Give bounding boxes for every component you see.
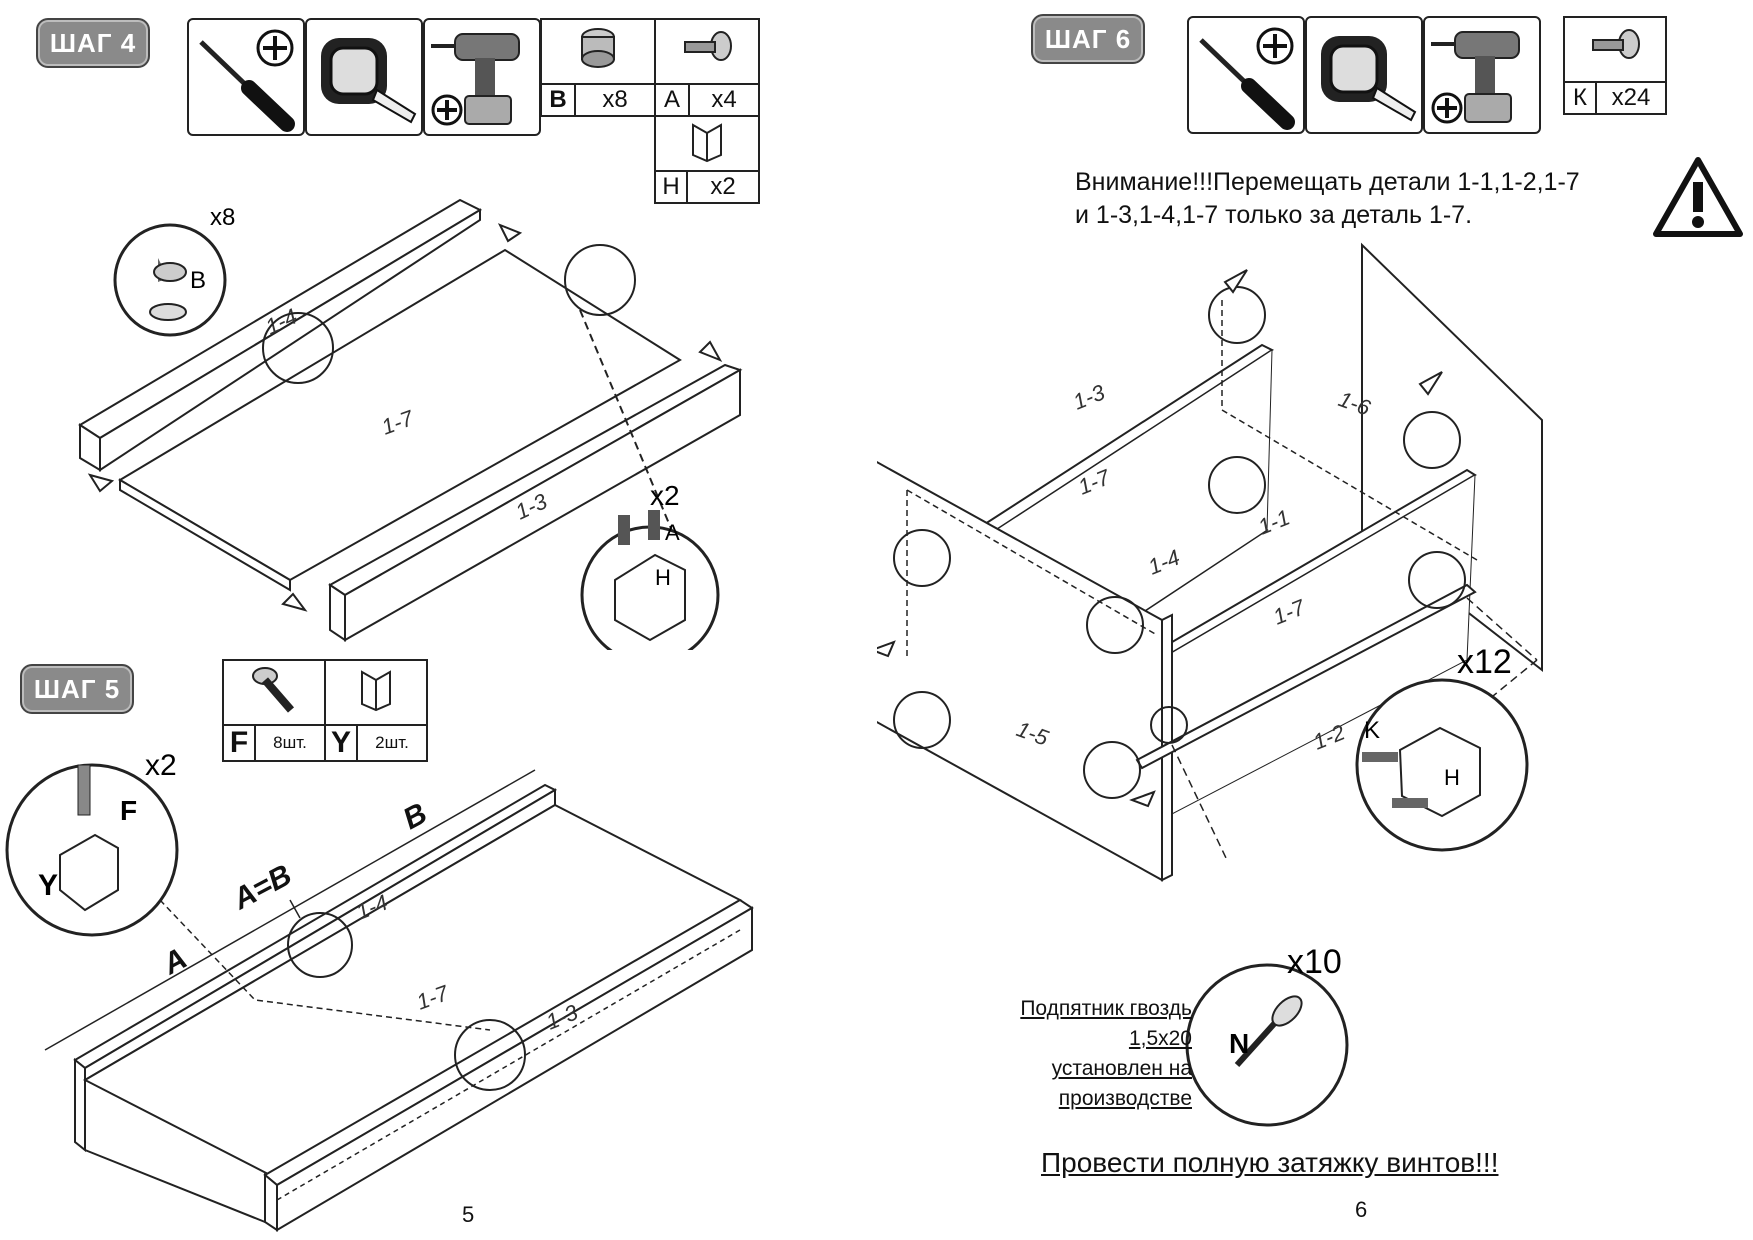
- step-4-diagram: 1-4 1-7 1-3 x8 B x2 A H: [78, 198, 743, 650]
- tape-measure-icon: [321, 38, 417, 124]
- tape-measure-tool-box: [305, 18, 423, 136]
- dim-label: A=B: [227, 858, 297, 916]
- bracket-screw: A: [665, 520, 680, 545]
- page-number: 6: [1355, 1197, 1368, 1222]
- screwdriver-tool-box: [187, 18, 305, 136]
- part-code: К: [1563, 81, 1597, 115]
- warning-text: Внимание!!!Перемещать детали 1-1,1-2,1-7…: [1075, 168, 1580, 229]
- tape-measure-icon: [1321, 36, 1417, 122]
- nail-qty: x10: [1287, 943, 1342, 981]
- corner-bracket-icon: [324, 659, 428, 726]
- page-6: ШАГ 6 К: [877, 0, 1753, 1240]
- drill-icon: [1431, 31, 1520, 124]
- part-qty: x2: [686, 170, 760, 204]
- callout-bracket: H: [1444, 765, 1460, 790]
- step-6-badge: ШАГ 6: [1031, 14, 1145, 64]
- callout-screw: F: [120, 795, 137, 826]
- panel-1-3: [328, 363, 743, 642]
- step-4-parts-table: B x8 A x4: [540, 18, 760, 117]
- dim-label: B: [398, 797, 433, 836]
- panel-1-3: [264, 1172, 278, 1232]
- nail-callout: x10 N: [1185, 943, 1349, 1127]
- screw-icon: [1563, 16, 1667, 83]
- tape-measure-tool-box: [1305, 16, 1423, 134]
- page-number: 5: [462, 1202, 475, 1227]
- dim-label: A: [157, 942, 193, 982]
- part-qty: x4: [688, 83, 760, 117]
- panel-label: 1-3: [1070, 379, 1110, 414]
- callout-qty: x2: [145, 749, 177, 782]
- step-4-badge: ШАГ 4: [36, 18, 150, 68]
- cam-qty: x8: [210, 204, 235, 231]
- step-5-parts-table: F 8шт. Y 2шт.: [222, 659, 428, 762]
- part-code: Y: [324, 724, 358, 762]
- page-5: ШАГ 4: [0, 0, 876, 1240]
- part-code: H: [654, 170, 688, 204]
- bracket-callout: x12 K H: [1355, 643, 1529, 852]
- nail-code: N: [1229, 1028, 1249, 1059]
- part-qty: x8: [574, 83, 656, 117]
- callout-qty: x12: [1457, 643, 1512, 681]
- drill-tool-box: [1423, 16, 1541, 134]
- callout-bracket: Y: [38, 869, 58, 902]
- bracket-code: H: [655, 565, 671, 590]
- step-5-diagram: A A=B B 1-4 1-7 1-3 x2 F Y: [5, 749, 754, 1232]
- cam-code: B: [190, 267, 206, 294]
- screwdriver-icon: [1199, 27, 1295, 130]
- warning-triangle-icon: [1653, 157, 1743, 237]
- part-qty: 8шт.: [254, 724, 326, 762]
- part-qty: x24: [1595, 81, 1667, 115]
- screwdriver-tool-box: [1187, 16, 1305, 134]
- part-qty: 2шт.: [356, 724, 428, 762]
- callout-screw: K: [1364, 717, 1380, 744]
- part-code: F: [222, 724, 256, 762]
- corner-bracket-icon: [654, 115, 760, 172]
- step-5-badge: ШАГ 5: [20, 664, 134, 714]
- drill-icon: [431, 33, 520, 126]
- screw-icon: [654, 18, 760, 85]
- drill-tool-box: [423, 18, 541, 136]
- panel-1-4: [74, 1057, 86, 1153]
- bracket-qty: x2: [650, 480, 680, 511]
- cam-lock-icon: [540, 18, 656, 85]
- step-6-parts-table: К x24: [1563, 16, 1667, 115]
- screwdriver-icon: [199, 29, 295, 132]
- wood-screw-icon: [222, 659, 326, 726]
- step-6-diagram: 1-3 1-6 1-7 1-4 1-1 1-7 1-5 1-2: [877, 242, 1543, 882]
- part-code: A: [654, 83, 690, 117]
- step-4-bracket-table: H x2: [654, 115, 760, 204]
- final-instruction: Провести полную затяжку винтов!!!: [1041, 1147, 1499, 1178]
- nail-note: Подпятник гвоздь 1,5х20 установлен на пр…: [1020, 997, 1192, 1110]
- part-code: B: [540, 83, 576, 117]
